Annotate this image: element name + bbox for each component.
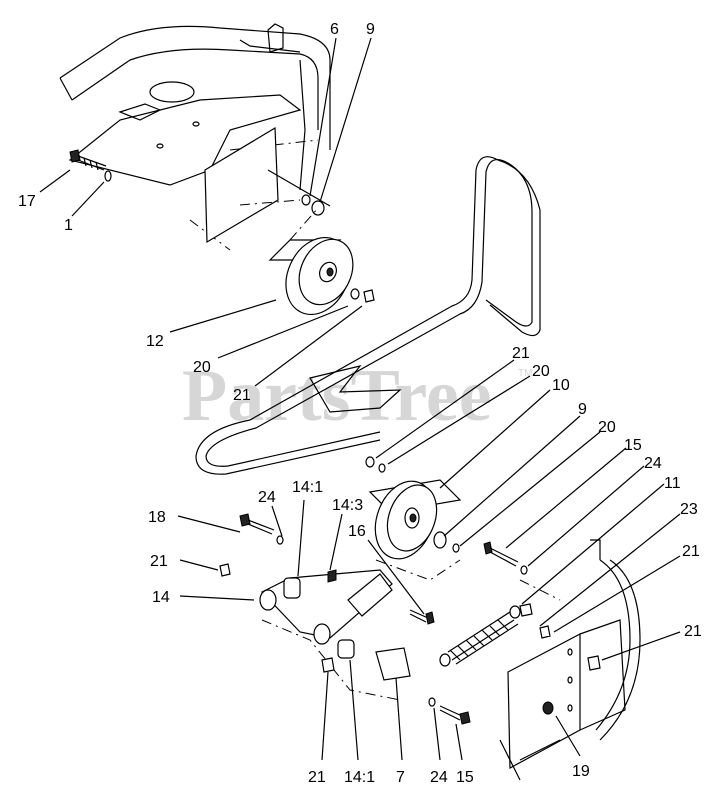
callout-17: 17 (18, 193, 36, 210)
deck-frame (59, 23, 331, 251)
callout-9-top: 9 (366, 21, 375, 38)
callout-20-upper: 20 (193, 359, 211, 376)
callout-23: 23 (680, 501, 698, 518)
callout-7: 7 (396, 769, 405, 786)
callout-21-right-b: 21 (682, 543, 700, 560)
callout-9-right: 9 (578, 401, 587, 418)
callout-24-left: 24 (258, 489, 276, 506)
callout-18: 18 (148, 509, 166, 526)
callout-21-right-c: 21 (684, 623, 702, 640)
bolt-15-upper (483, 541, 561, 601)
callout-21-right-a: 21 (512, 345, 530, 362)
leader-lines (39, 37, 681, 761)
bolt-17 (69, 149, 112, 182)
callout-12: 12 (146, 333, 164, 350)
callout-20-right-b: 20 (598, 419, 616, 436)
spring-11 (439, 605, 521, 667)
callout-21-upper: 21 (233, 387, 251, 404)
callout-labels: 6 9 17 1 12 20 21 21 20 10 9 20 15 24 11… (18, 21, 702, 786)
callout-16: 16 (348, 523, 366, 540)
bolt-18 (219, 513, 335, 673)
callout-24-right: 24 (644, 455, 662, 472)
callout-14-3: 14:3 (332, 497, 363, 514)
watermark: PartsTree (182, 355, 492, 437)
callout-21-bottom: 21 (308, 769, 326, 786)
callout-19: 19 (572, 763, 590, 780)
callout-21-left: 21 (150, 553, 168, 570)
pulley-12 (268, 194, 375, 316)
bolt-16 (409, 609, 435, 625)
callout-20-right-a: 20 (532, 363, 550, 380)
bracket-right (499, 539, 641, 781)
mounting-plate (204, 126, 331, 244)
callout-11: 11 (664, 475, 681, 492)
belt (195, 156, 541, 475)
callout-14: 14 (152, 589, 170, 606)
idler-arm (259, 569, 411, 701)
callout-10: 10 (552, 377, 570, 394)
callout-15-bottom: 15 (456, 769, 474, 786)
callout-6: 6 (330, 21, 339, 38)
watermark-tm: TM (518, 368, 532, 379)
callout-14-1-upper: 14:1 (292, 479, 323, 496)
callout-24-bottom: 24 (430, 769, 448, 786)
callout-1: 1 (64, 217, 73, 234)
callout-14-1-bottom: 14:1 (344, 769, 375, 786)
callout-15-right: 15 (624, 437, 642, 454)
pulley-10 (365, 456, 462, 581)
bolt-15-lower (428, 697, 471, 725)
